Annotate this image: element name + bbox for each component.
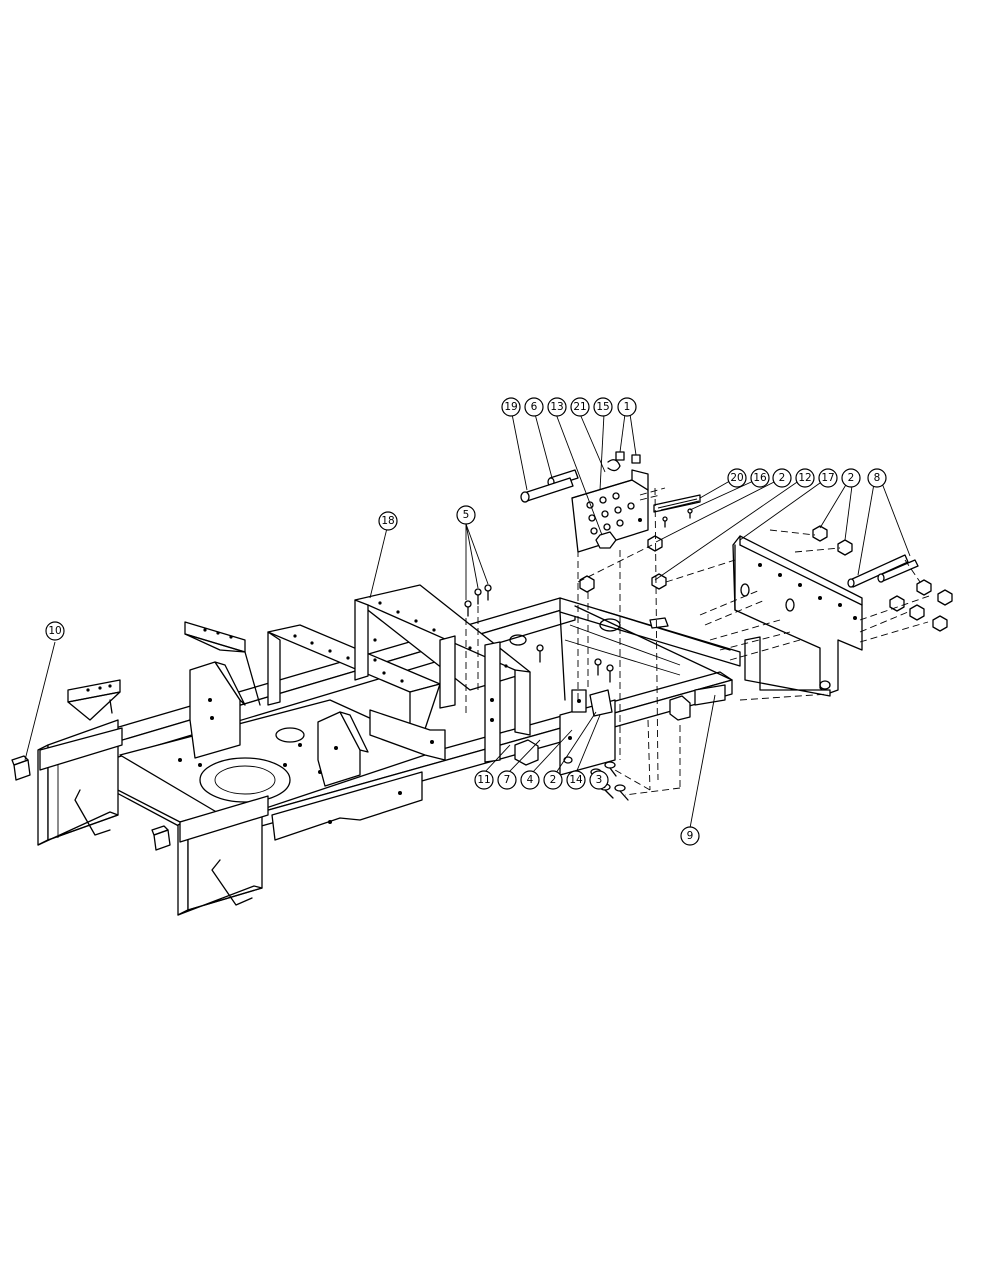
callout-5: 5 — [456, 505, 476, 525]
right-nuts — [647, 525, 953, 632]
callout-4: 4 — [520, 770, 540, 790]
callout-17: 17 — [818, 468, 838, 488]
svg-text:21: 21 — [573, 401, 586, 413]
callout-13: 13 — [547, 397, 567, 417]
callout-16: 16 — [750, 468, 770, 488]
svg-text:5: 5 — [463, 509, 470, 521]
svg-text:11: 11 — [477, 774, 490, 786]
svg-text:15: 15 — [596, 401, 609, 413]
svg-text:12: 12 — [798, 472, 811, 484]
svg-text:4: 4 — [527, 774, 534, 786]
callout-19: 19 — [501, 397, 521, 417]
channel-holes — [293, 634, 404, 683]
svg-text:2: 2 — [779, 472, 786, 484]
callout-18: 18 — [378, 511, 398, 531]
callout-2-upper: 2 — [772, 468, 792, 488]
svg-text:7: 7 — [504, 774, 511, 786]
callouts: 19 6 13 21 15 1 20 16 2 12 17 2 8 5 18 1… — [45, 397, 887, 846]
callout-20: 20 — [727, 468, 747, 488]
callout-8: 8 — [867, 468, 887, 488]
callout-15: 15 — [593, 397, 613, 417]
svg-text:17: 17 — [821, 472, 834, 484]
svg-text:9: 9 — [687, 830, 694, 842]
main-frame — [11, 584, 741, 916]
callout-10: 10 — [45, 621, 65, 641]
callout-9: 9 — [680, 826, 700, 846]
upper-pivot-plate — [571, 469, 649, 553]
callout-7: 7 — [497, 770, 517, 790]
svg-text:20: 20 — [730, 472, 743, 484]
svg-text:10: 10 — [48, 625, 61, 637]
svg-text:19: 19 — [504, 401, 517, 413]
svg-text:1: 1 — [624, 401, 631, 413]
callout-2-right: 2 — [841, 468, 861, 488]
top-screws — [615, 451, 641, 464]
callout-2-lower: 2 — [543, 770, 563, 790]
svg-text:3: 3 — [596, 774, 603, 786]
callout-14: 14 — [566, 770, 586, 790]
callout-3: 3 — [589, 770, 609, 790]
bolts-5 — [464, 584, 492, 617]
callout-12: 12 — [795, 468, 815, 488]
svg-text:8: 8 — [874, 472, 881, 484]
grip-pad — [653, 494, 701, 528]
svg-text:6: 6 — [531, 401, 538, 413]
callout-6: 6 — [524, 397, 544, 417]
svg-text:2: 2 — [550, 774, 557, 786]
side-bracket — [732, 535, 863, 697]
svg-text:13: 13 — [550, 401, 563, 413]
svg-text:16: 16 — [753, 472, 767, 484]
svg-text:2: 2 — [848, 472, 855, 484]
svg-text:14: 14 — [569, 774, 583, 786]
explode-lines — [465, 487, 933, 796]
callout-1: 1 — [617, 397, 637, 417]
plate-holes — [586, 492, 642, 535]
callout-11: 11 — [474, 770, 494, 790]
pins — [520, 459, 621, 503]
svg-text:18: 18 — [381, 515, 394, 527]
callout-21: 21 — [570, 397, 590, 417]
